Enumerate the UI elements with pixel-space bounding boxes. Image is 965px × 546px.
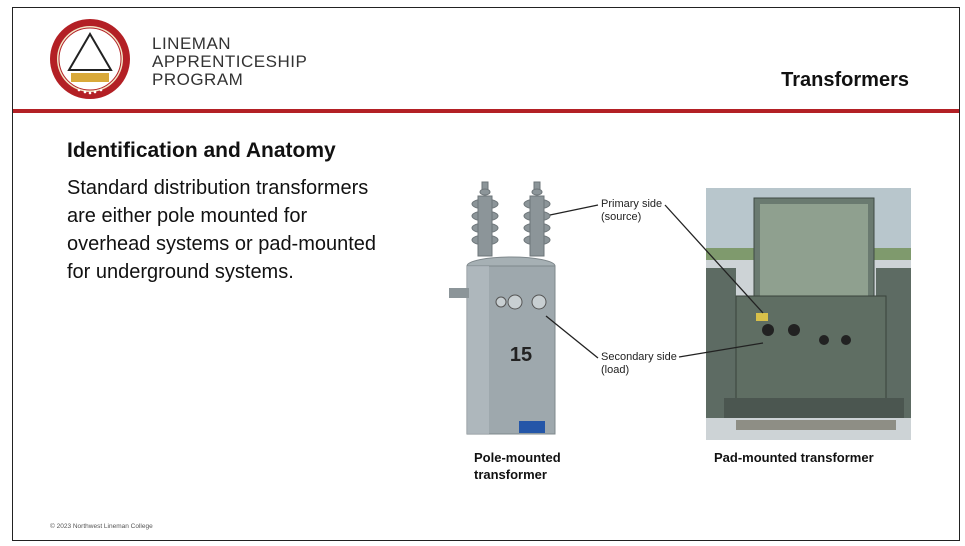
secondary-side-callout: Secondary side (load) [601, 351, 677, 377]
program-name: LINEMAN APPRENTICESHIP PROGRAM [152, 35, 307, 89]
caption-line: Pole-mounted [474, 450, 561, 465]
program-name-line: LINEMAN [152, 34, 232, 53]
primary-side-callout: Primary side (source) [601, 198, 662, 224]
callout-text: Primary side [601, 198, 663, 210]
section-heading: Identification and Anatomy [67, 139, 336, 162]
pole-mounted-transformer-image: 15 [449, 181, 556, 435]
callout-text: (load) [601, 364, 630, 376]
copyright-notice: © 2023 Northwest Lineman College [50, 523, 153, 530]
callout-text: (source) [601, 211, 642, 223]
pad-mounted-caption: Pad-mounted transformer [714, 450, 874, 465]
body-text: Standard distribution transformers are e… [67, 177, 377, 283]
slide-header: LINEMAN APPRENTICESHIP PROGRAM Transform… [13, 8, 959, 113]
pole-mounted-caption: Pole-mounted transformer [474, 449, 561, 483]
slide: LINEMAN APPRENTICESHIP PROGRAM Transform… [12, 7, 960, 541]
transformer-figure: 15 [443, 178, 913, 482]
lineman-college-seal-icon [50, 19, 130, 99]
pad-mounted-transformer-image [706, 188, 911, 440]
slide-title: Transformers [781, 69, 909, 91]
kva-rating-label: 15 [510, 344, 532, 366]
header-divider [13, 109, 959, 113]
program-name-line: PROGRAM [152, 70, 244, 89]
caption-line: transformer [474, 467, 547, 482]
program-name-line: APPRENTICESHIP [152, 52, 308, 71]
callout-leaders [545, 204, 764, 359]
callout-text: Secondary side [601, 351, 677, 363]
